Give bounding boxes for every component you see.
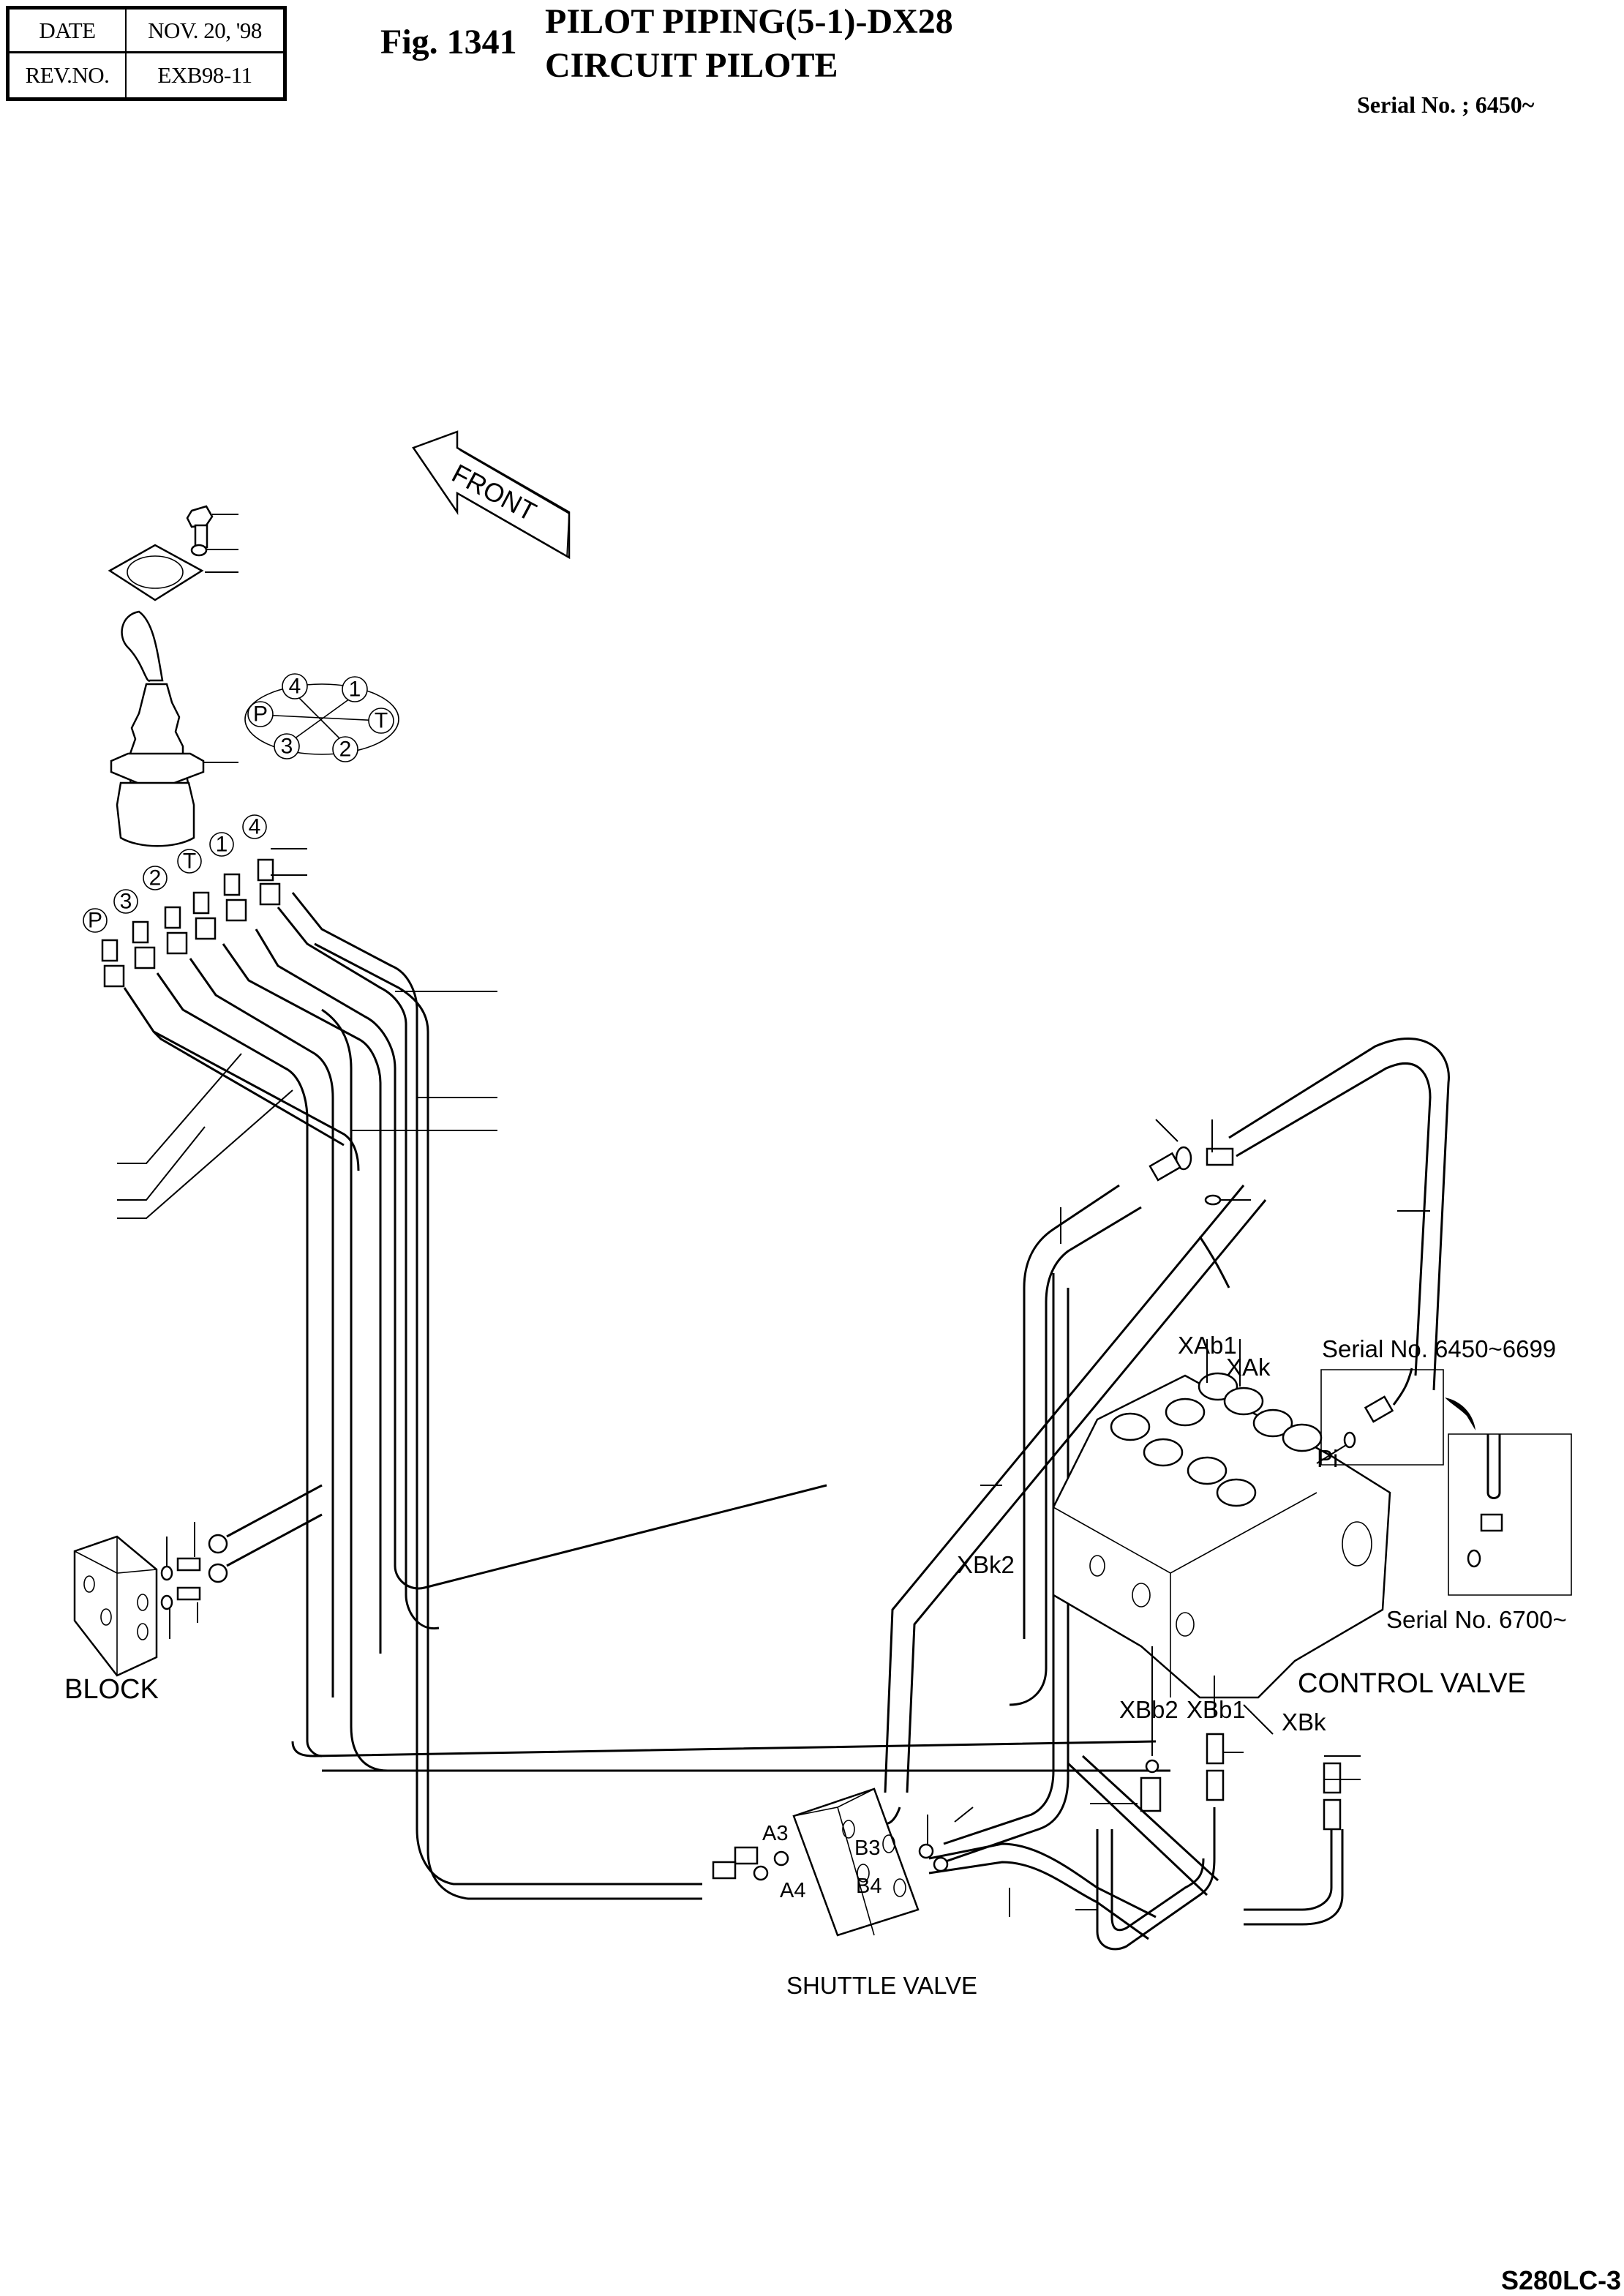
control-valve-label: CONTROL VALVE bbox=[1298, 1668, 1526, 1699]
svg-text:1: 1 bbox=[349, 678, 361, 702]
svg-text:2: 2 bbox=[149, 866, 162, 890]
serial-label-6700: Serial No. 6700~ bbox=[1386, 1606, 1567, 1633]
title-french: CIRCUIT PILOTE bbox=[545, 46, 838, 85]
port-label-b3: B3 bbox=[854, 1837, 881, 1860]
shuttle-valve-label: SHUTTLE VALVE bbox=[786, 1972, 978, 1999]
washer-icon bbox=[192, 545, 238, 555]
svg-text:T: T bbox=[183, 849, 196, 874]
title-english: PILOT PIPING(5-1)-DX28 bbox=[545, 2, 953, 41]
svg-text:P: P bbox=[253, 702, 268, 727]
svg-text:4: 4 bbox=[249, 815, 261, 839]
port-label-xab1: XAb1 bbox=[1178, 1332, 1237, 1359]
revision-table: DATE NOV. 20, '98 REV.NO. EXB98-11 bbox=[6, 6, 287, 101]
port-label-xbk: XBk bbox=[1282, 1708, 1326, 1736]
svg-text:P: P bbox=[88, 909, 102, 933]
curved-arrow-icon bbox=[1445, 1398, 1475, 1430]
inset-early-serial bbox=[1317, 1368, 1443, 1465]
port-label-a4: A4 bbox=[780, 1879, 806, 1902]
fitting-icon bbox=[258, 860, 279, 904]
port-label-xbb1: XBb1 bbox=[1187, 1696, 1246, 1723]
figure-title: PILOT PIPING(5-1)-DX28 CIRCUIT PILOTE bbox=[545, 0, 953, 88]
port-4-icon: 4 bbox=[282, 674, 307, 699]
date-value: NOV. 20, '98 bbox=[127, 10, 283, 53]
fitting-icon bbox=[225, 874, 246, 920]
port-label-xak: XAk bbox=[1226, 1354, 1271, 1381]
fitting-label-p: P bbox=[83, 909, 107, 933]
control-valve-icon bbox=[1053, 1339, 1390, 1756]
inset-late-serial bbox=[1445, 1398, 1571, 1595]
pilot-hoses bbox=[117, 893, 1170, 1899]
rev-label: REV.NO. bbox=[10, 53, 127, 97]
port-t-icon: T bbox=[369, 708, 394, 733]
port-label-xbk2: XBk2 bbox=[957, 1551, 1015, 1578]
serial-range: Serial No. ; 6450~ bbox=[1357, 91, 1535, 118]
figure-number: Fig. 1341 bbox=[380, 23, 517, 61]
joystick-fittings bbox=[102, 849, 307, 986]
fitting-labels: P 3 2 T 1 4 bbox=[83, 815, 266, 933]
fitting-label-3: 3 bbox=[114, 890, 138, 914]
rev-value: EXB98-11 bbox=[157, 62, 252, 88]
lower-right-fittings bbox=[1068, 1734, 1361, 1949]
center-hoses bbox=[878, 1185, 1266, 1939]
fitting-label-t: T bbox=[178, 849, 201, 874]
fitting-icon bbox=[194, 893, 215, 939]
return-hose bbox=[1150, 1039, 1448, 1390]
fitting-icon bbox=[165, 907, 187, 953]
port-1-icon: 1 bbox=[342, 677, 367, 702]
port-layout-diagram: 4 1 P T 3 2 bbox=[245, 674, 399, 762]
fitting-icon bbox=[102, 940, 124, 986]
svg-text:T: T bbox=[375, 709, 388, 733]
port-2-icon: 2 bbox=[333, 737, 358, 762]
port-label-a3: A3 bbox=[762, 1822, 789, 1845]
port-label-b4: B4 bbox=[856, 1875, 882, 1898]
svg-text:2: 2 bbox=[339, 738, 352, 762]
fitting-label-1: 1 bbox=[210, 833, 233, 857]
serial-label-6450-6699: Serial No. 6450~6699 bbox=[1322, 1335, 1557, 1362]
port-label-xbb2: XBb2 bbox=[1119, 1696, 1178, 1723]
block-label: BLOCK bbox=[64, 1674, 159, 1705]
model-code: S280LC-3 bbox=[1501, 2265, 1622, 2295]
fitting-icon bbox=[133, 922, 154, 968]
date-label: DATE bbox=[10, 10, 127, 53]
port-p-icon: P bbox=[248, 702, 273, 727]
port-label-pi: Pi bbox=[1317, 1445, 1339, 1472]
port-3-icon: 3 bbox=[274, 734, 299, 759]
shuttle-valve-icon bbox=[713, 1789, 973, 1935]
fitting-label-2: 2 bbox=[143, 866, 167, 890]
block-icon bbox=[75, 1485, 322, 1676]
mounting-plate-icon bbox=[110, 545, 238, 600]
bolt-icon bbox=[187, 506, 238, 547]
svg-text:3: 3 bbox=[281, 735, 293, 759]
svg-text:1: 1 bbox=[216, 833, 228, 857]
front-arrow-icon: FRONT bbox=[413, 432, 569, 558]
fitting-label-4: 4 bbox=[243, 815, 266, 839]
spool-caps bbox=[1111, 1373, 1321, 1506]
svg-text:3: 3 bbox=[120, 890, 132, 914]
svg-text:4: 4 bbox=[289, 675, 301, 699]
joystick-lever-icon bbox=[111, 612, 238, 846]
